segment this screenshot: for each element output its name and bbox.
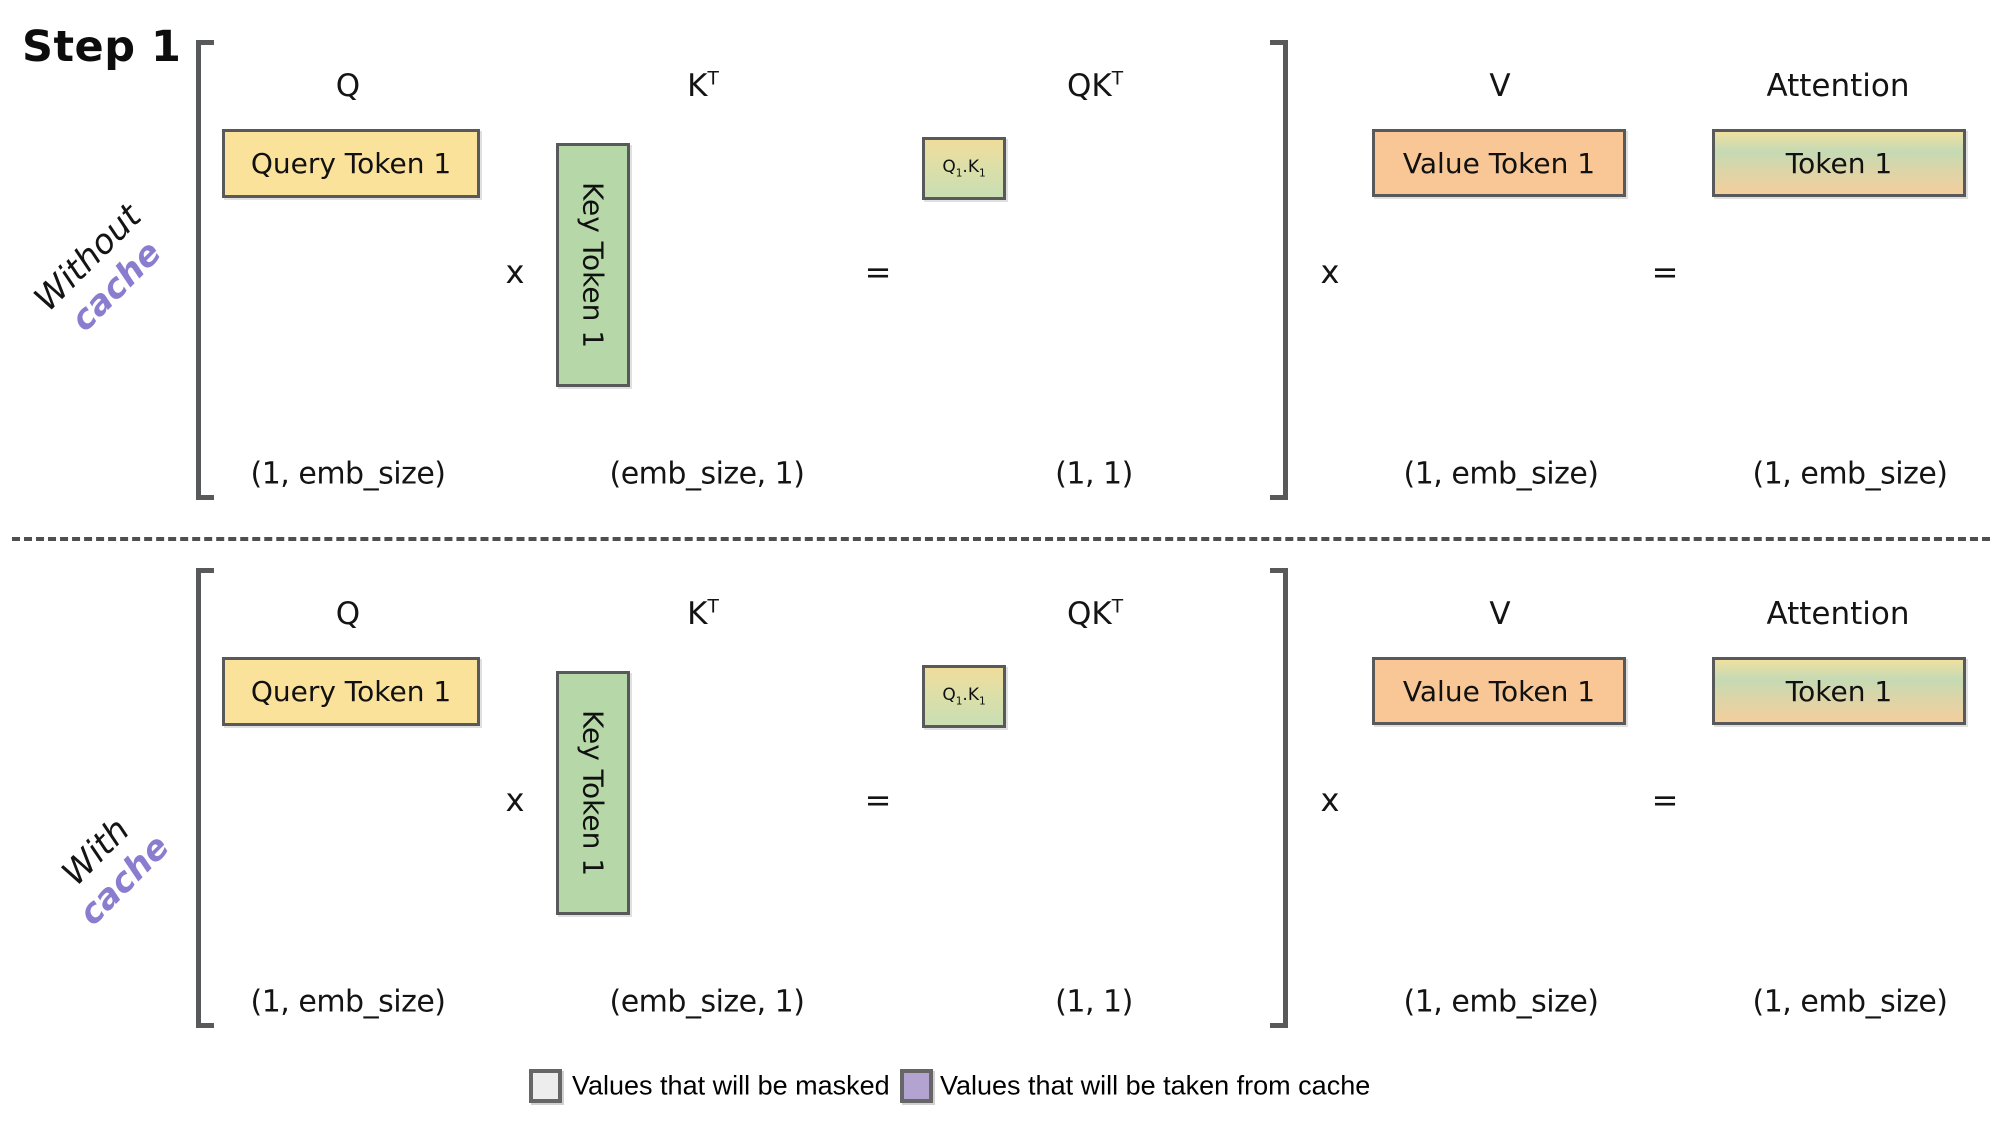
multiply-operator-2: x [1320, 253, 1340, 291]
matrix-bracket-right [1268, 40, 1288, 500]
attention-column-label: Attention [1766, 596, 1910, 632]
qk-result-box: Q1.K1 [922, 665, 1006, 728]
kt-superscript: T [707, 596, 719, 618]
dashed-separator [12, 537, 1990, 541]
matrix-bracket-left [196, 40, 216, 500]
v-column-label: V [1489, 68, 1511, 104]
key-token-box-label: Key Token 1 [576, 181, 610, 349]
query-token-box: Query Token 1 [222, 657, 480, 726]
attention-shape-label: (1, emb_size) [1752, 456, 1948, 492]
step-title: Step 1 [22, 22, 182, 72]
q-column-label: Q [335, 68, 361, 104]
key-token-box: Key Token 1 [556, 671, 630, 915]
kt-column-label: KT [687, 596, 719, 632]
q-column-label: Q [335, 596, 361, 632]
kt-column-label: KT [687, 68, 719, 104]
qkt-column-label: QKT [1067, 68, 1123, 104]
kt-shape-label: (emb_size, 1) [609, 984, 805, 1020]
v-shape-label: (1, emb_size) [1403, 456, 1599, 492]
value-token-box: Value Token 1 [1372, 129, 1626, 197]
qkt-column-label: QKT [1067, 596, 1123, 632]
equals-operator-2: = [1651, 253, 1679, 291]
qkt-superscript: T [1111, 596, 1124, 618]
equals-operator-1: = [864, 253, 892, 291]
key-token-box: Key Token 1 [556, 143, 630, 387]
attention-token-box-label: Token 1 [1785, 674, 1893, 708]
v-column-label: V [1489, 596, 1511, 632]
key-token-box-label: Key Token 1 [576, 709, 610, 877]
attention-token-box-label: Token 1 [1785, 146, 1893, 180]
multiply-operator-1: x [505, 781, 525, 819]
value-token-box-label: Value Token 1 [1402, 674, 1596, 708]
kt-base: K [687, 68, 708, 104]
qkt-superscript: T [1111, 68, 1124, 90]
multiply-operator-2: x [1320, 781, 1340, 819]
matrix-bracket-left [196, 568, 216, 1028]
row-with-cache: With cache Q KT QKT V Attention Query To… [0, 528, 2000, 1058]
kt-superscript: T [707, 68, 719, 90]
equals-operator-1: = [864, 781, 892, 819]
query-token-box-label: Query Token 1 [250, 675, 452, 708]
qkt-shape-label: (1, 1) [1055, 456, 1133, 492]
attention-shape-label: (1, emb_size) [1752, 984, 1948, 1020]
multiply-operator-1: x [505, 253, 525, 291]
attention-token-box: Token 1 [1712, 129, 1966, 197]
qk-result-box-label: Q1.K1 [942, 685, 986, 708]
v-shape-label: (1, emb_size) [1403, 984, 1599, 1020]
masked-values-swatch [529, 1069, 562, 1103]
qkt-base: QK [1066, 596, 1112, 632]
row-without-cache: Without cache Q KT QKT V Attention Query… [0, 0, 2000, 530]
query-token-box: Query Token 1 [222, 129, 480, 198]
qk-result-box-label: Q1.K1 [942, 157, 986, 180]
qk-result-box: Q1.K1 [922, 137, 1006, 200]
cache-values-swatch [900, 1069, 933, 1103]
query-token-box-label: Query Token 1 [250, 147, 452, 180]
masked-values-label: Values that will be masked [572, 1070, 890, 1101]
row-side-label: With cache [4, 760, 216, 972]
value-token-box: Value Token 1 [1372, 657, 1626, 725]
kt-shape-label: (emb_size, 1) [609, 456, 805, 492]
matrix-bracket-right [1268, 568, 1288, 1028]
q-shape-label: (1, emb_size) [250, 456, 446, 492]
q-shape-label: (1, emb_size) [250, 984, 446, 1020]
row-side-label: Without cache [0, 166, 208, 378]
attention-column-label: Attention [1766, 68, 1910, 104]
kt-base: K [687, 596, 708, 632]
qkt-base: QK [1066, 68, 1112, 104]
qkt-shape-label: (1, 1) [1055, 984, 1133, 1020]
cache-values-label: Values that will be taken from cache [940, 1070, 1371, 1101]
value-token-box-label: Value Token 1 [1402, 146, 1596, 180]
attention-token-box: Token 1 [1712, 657, 1966, 725]
equals-operator-2: = [1651, 781, 1679, 819]
